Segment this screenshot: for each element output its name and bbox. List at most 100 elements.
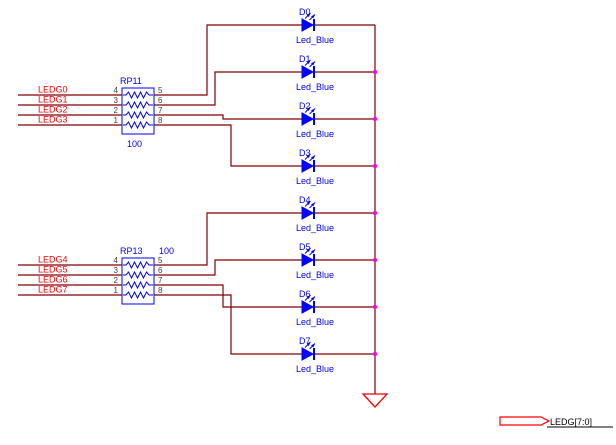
net-label-LEDG0[interactable]: LEDG0 bbox=[38, 85, 68, 95]
led-light-arrowhead bbox=[311, 296, 315, 301]
net-label-LEDG7[interactable]: LEDG7 bbox=[38, 285, 68, 295]
led-designator[interactable]: D0 bbox=[299, 7, 311, 17]
led-part-label[interactable]: Led_Blue bbox=[296, 317, 334, 327]
led-light-arrowhead bbox=[306, 295, 311, 299]
led-designator[interactable]: D2 bbox=[299, 101, 311, 111]
wire-LEDG0-to-led[interactable] bbox=[154, 24, 302, 96]
resistor-element bbox=[123, 260, 153, 270]
pin-number-right: 5 bbox=[158, 86, 163, 95]
pin-number-right: 7 bbox=[158, 276, 163, 285]
led-part-label[interactable]: Led_Blue bbox=[296, 270, 334, 280]
led-light-arrowhead bbox=[306, 154, 311, 158]
resistor-element bbox=[123, 110, 153, 120]
led-anode-triangle bbox=[301, 300, 315, 314]
net-label-LEDG2[interactable]: LEDG2 bbox=[38, 105, 68, 115]
pin-number-right: 6 bbox=[158, 96, 163, 105]
led-designator[interactable]: D7 bbox=[299, 336, 311, 346]
led-anode-triangle bbox=[301, 18, 315, 32]
led-designator[interactable]: D3 bbox=[299, 148, 311, 158]
pin-number-left: 2 bbox=[114, 276, 119, 285]
led-light-arrowhead bbox=[306, 13, 311, 17]
resistor-element bbox=[123, 270, 153, 280]
led-designator[interactable]: D5 bbox=[299, 242, 311, 252]
value-RP11[interactable]: 100 bbox=[127, 139, 142, 149]
net-label-LEDG5[interactable]: LEDG5 bbox=[38, 265, 68, 275]
junction-dot bbox=[372, 69, 378, 75]
led-anode-triangle bbox=[301, 159, 315, 173]
wire-LEDG2-to-led[interactable] bbox=[154, 114, 302, 120]
led-light-arrowhead bbox=[306, 60, 311, 64]
led-light-arrowhead bbox=[311, 108, 315, 113]
led-light-arrowhead bbox=[311, 202, 315, 207]
led-light-arrowhead bbox=[311, 343, 315, 348]
led-light-arrowhead bbox=[311, 249, 315, 254]
led-light-arrowhead bbox=[311, 61, 315, 66]
junction-dot bbox=[372, 116, 378, 122]
led-light-arrowhead bbox=[311, 155, 315, 160]
junction-dot bbox=[372, 163, 378, 169]
pin-number-right: 8 bbox=[158, 286, 163, 295]
led-part-label[interactable]: Led_Blue bbox=[296, 82, 334, 92]
led-part-label[interactable]: Led_Blue bbox=[296, 364, 334, 374]
wire-LEDG4-to-led[interactable] bbox=[154, 212, 302, 266]
led-designator[interactable]: D1 bbox=[299, 54, 311, 64]
led-part-label[interactable]: Led_Blue bbox=[296, 176, 334, 186]
led-part-label[interactable]: Led_Blue bbox=[296, 129, 334, 139]
wire-LEDG1-to-led[interactable] bbox=[154, 71, 302, 106]
junction-dot bbox=[372, 351, 378, 357]
led-anode-triangle bbox=[301, 206, 315, 220]
resistor-element bbox=[123, 100, 153, 110]
refdes-RP13[interactable]: RP13 bbox=[120, 246, 143, 256]
wire-LEDG5-to-led[interactable] bbox=[154, 259, 302, 276]
pin-number-right: 6 bbox=[158, 266, 163, 275]
led-anode-triangle bbox=[301, 253, 315, 267]
led-light-arrowhead bbox=[306, 342, 311, 346]
led-anode-triangle bbox=[301, 112, 315, 126]
wire-LEDG3-to-led[interactable] bbox=[154, 124, 302, 167]
net-label-LEDG6[interactable]: LEDG6 bbox=[38, 275, 68, 285]
net-label-LEDG1[interactable]: LEDG1 bbox=[38, 95, 68, 105]
net-label-LEDG4[interactable]: LEDG4 bbox=[38, 255, 68, 265]
pin-number-left: 2 bbox=[114, 106, 119, 115]
junction-dot bbox=[372, 257, 378, 263]
pin-number-left: 1 bbox=[114, 116, 119, 125]
value-RP13[interactable]: 100 bbox=[159, 246, 174, 256]
junction-dot bbox=[372, 304, 378, 310]
sheet-port-ledg[interactable]: LEDG[7:0] bbox=[499, 416, 613, 428]
led-part-label[interactable]: Led_Blue bbox=[296, 223, 334, 233]
ground-symbol[interactable] bbox=[361, 393, 389, 408]
led-light-arrowhead bbox=[306, 248, 311, 252]
resistor-element bbox=[123, 90, 153, 100]
refdes-RP11[interactable]: RP11 bbox=[120, 76, 142, 86]
pin-number-left: 1 bbox=[114, 286, 119, 295]
led-anode-triangle bbox=[301, 347, 315, 361]
pin-number-right: 5 bbox=[158, 256, 163, 265]
resistor-element bbox=[123, 120, 153, 130]
pin-number-left: 3 bbox=[114, 266, 119, 275]
wire-LEDG7-to-led[interactable] bbox=[154, 294, 302, 355]
pin-number-right: 8 bbox=[158, 116, 163, 125]
resistor-element bbox=[123, 280, 153, 290]
led-light-arrowhead bbox=[306, 201, 311, 205]
led-designator[interactable]: D6 bbox=[299, 289, 311, 299]
led-light-arrowhead bbox=[306, 107, 311, 111]
led-designator[interactable]: D4 bbox=[299, 195, 311, 205]
led-part-label[interactable]: Led_Blue bbox=[296, 35, 334, 45]
resistor-pack-RP13[interactable]: 4 5 LEDG4 3 6 LEDG5 2 7 LEDG6 1 8 LEDG7 RP13 100 bbox=[38, 246, 174, 305]
wire-LEDG6-to-led[interactable] bbox=[154, 284, 302, 308]
port-symbol bbox=[499, 416, 551, 426]
net-label-LEDG3[interactable]: LEDG3 bbox=[38, 115, 68, 125]
port-label: LEDG[7:0] bbox=[550, 417, 592, 427]
pin-number-left: 4 bbox=[114, 256, 119, 265]
resistor-element bbox=[123, 290, 153, 300]
